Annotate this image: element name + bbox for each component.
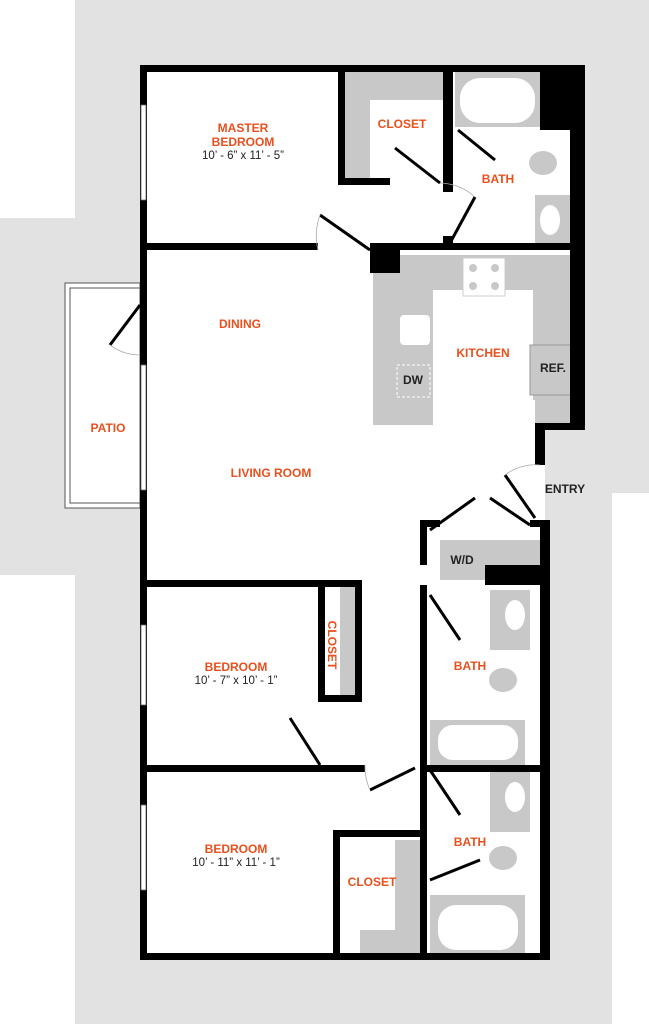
room-name: BEDROOM [211,135,275,149]
room-dimensions: 10’ - 7” x 10’ - 1” [194,675,278,687]
windows [140,104,147,891]
sink-icon [505,600,525,630]
toilet-icon [489,668,517,692]
toilet-icon [489,846,517,870]
bedroom-1-closet-label: CLOSET [325,620,339,670]
dishwasher-label: DW [403,373,423,387]
appliances [396,78,576,950]
bath-3-label: BATH [453,835,487,849]
sink-icon [505,782,525,812]
master-bath-label: BATH [481,172,515,186]
room-dimensions: 10’ - 11” x 11’ - 1” [192,857,280,869]
entry-label: ENTRY [544,482,586,496]
walls [140,65,585,960]
door-swings [109,182,541,791]
room-name: BEDROOM [204,842,268,856]
refrigerator [529,344,576,396]
refrigerator-label: REF. [539,361,567,375]
bath-2-label: BATH [453,659,487,673]
toilet-icon [529,151,557,175]
stove-icon [462,257,506,297]
bathtub-icon [438,725,518,760]
room-name: BEDROOM [204,660,268,674]
living-room-label: LIVING ROOM [230,466,312,480]
bathtub-icon [460,78,535,123]
patio-label: PATIO [90,421,126,435]
sink-icon [400,315,430,345]
patio [64,282,141,509]
bathtub-icon [438,905,518,950]
master-closet-label: CLOSET [377,117,427,131]
entry-exterior [545,430,612,960]
room-name: MASTER [217,121,269,135]
dishwasher [396,364,431,398]
washer-dryer-label: W/D [450,553,474,567]
room-dimensions: 10’ - 6” x 11’ - 5” [201,150,285,162]
kitchen-label: KITCHEN [456,346,510,360]
doors [108,128,537,882]
dining-label: DINING [219,317,261,331]
sink-icon [540,205,560,235]
bedroom-2-closet-label: CLOSET [347,875,397,889]
